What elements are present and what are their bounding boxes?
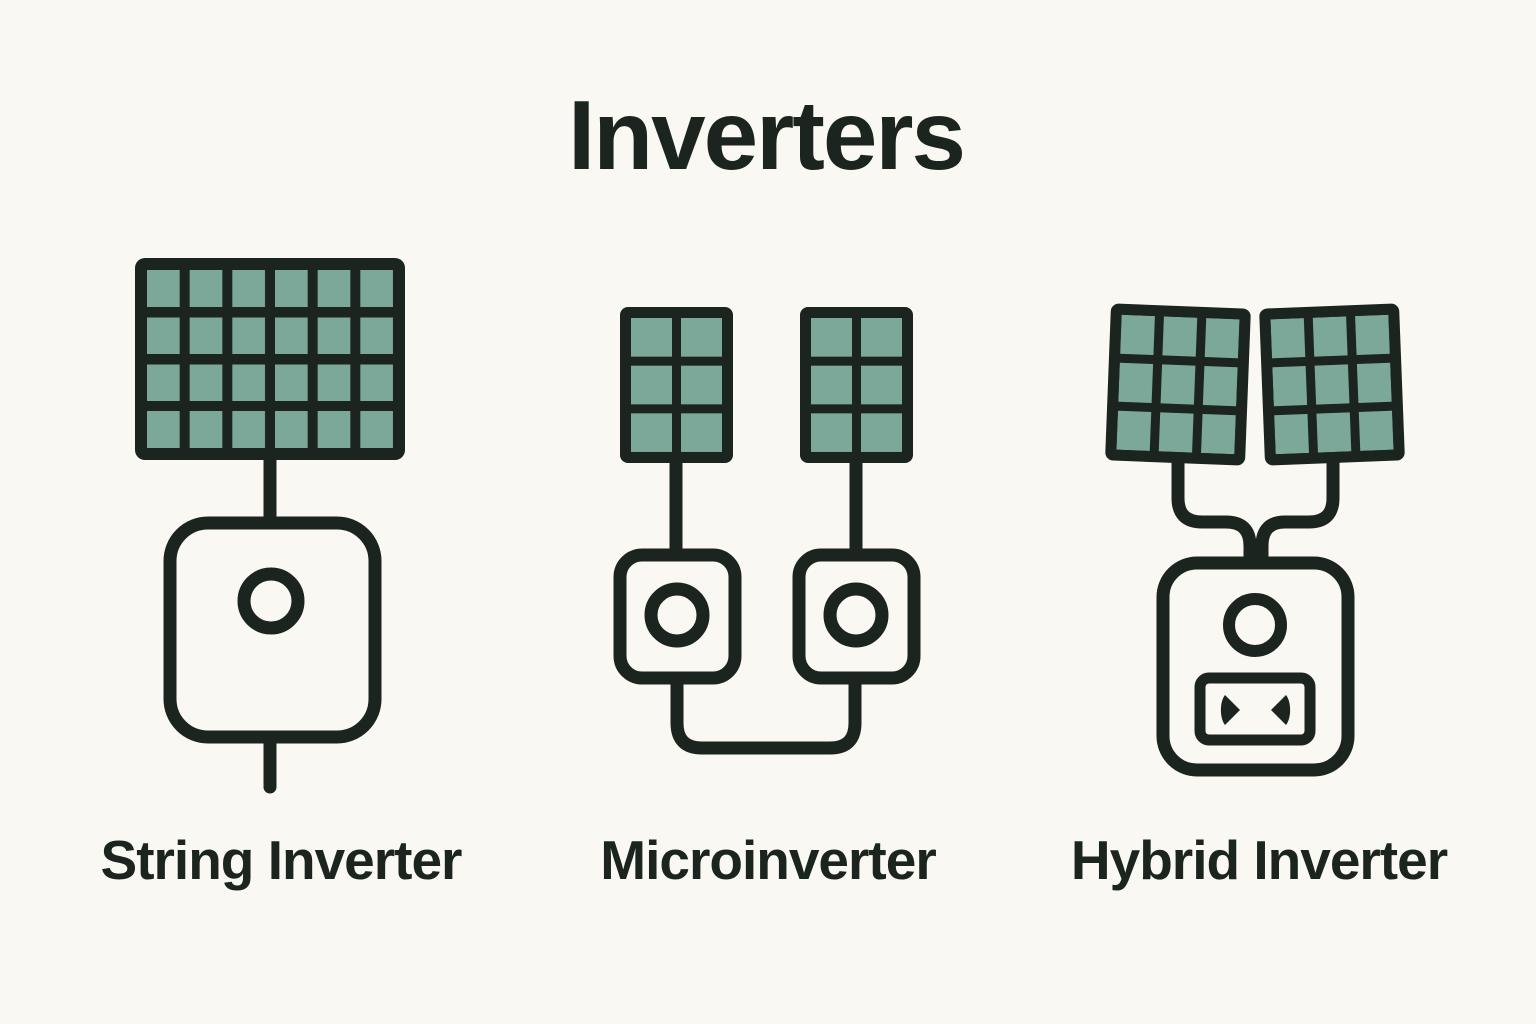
ac-outlet-icon: [1194, 672, 1316, 746]
indicator-light: [1223, 593, 1287, 657]
hybrid-inverter-box: [1156, 556, 1355, 777]
solar-panel-tilted-left: [1105, 303, 1251, 466]
microinverter-figure: [613, 307, 921, 755]
solar-panel-small-right: [800, 307, 913, 463]
solar-panel-large: [135, 258, 405, 460]
indicator-light: [237, 567, 305, 635]
hybrid-inverter-figure: [1105, 303, 1405, 777]
solar-panel-small-left: [620, 307, 733, 463]
outlet-prong-left: [1220, 695, 1240, 725]
indicator-light: [823, 582, 889, 648]
label-hybrid-inverter: Hybrid Inverter: [1070, 829, 1448, 891]
indicator-light: [644, 582, 710, 648]
string-inverter-figure: [135, 258, 405, 794]
page-title: Inverters: [567, 80, 966, 190]
merged-input-wire-right: [1255, 455, 1340, 570]
microinverter-box-left: [613, 548, 742, 685]
microinverter-box-right: [792, 548, 921, 685]
label-microinverter: Microinverter: [600, 829, 936, 891]
label-string-inverter: String Inverter: [100, 829, 463, 891]
merged-input-wire-left: [1171, 455, 1257, 570]
shared-output-wire: [670, 670, 862, 755]
outlet-prong-right: [1271, 695, 1291, 725]
solar-panel-tilted-right: [1259, 303, 1405, 466]
